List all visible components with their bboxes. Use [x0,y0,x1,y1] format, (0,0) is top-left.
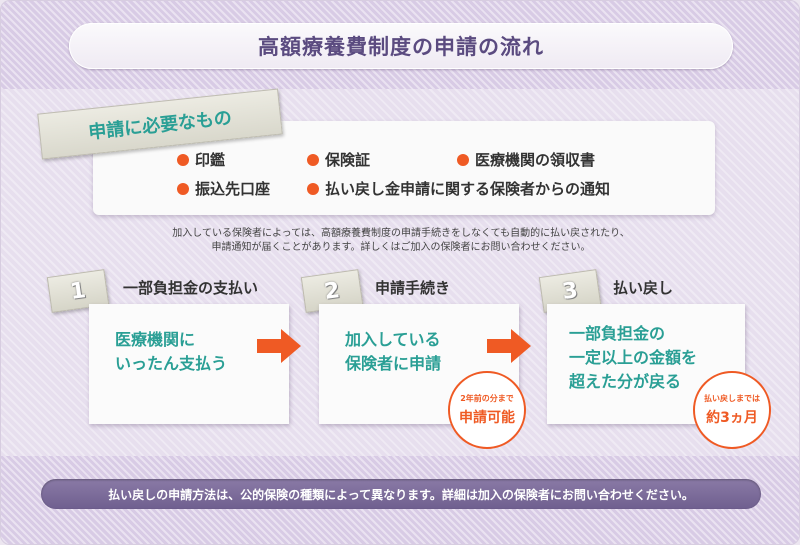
bullet-dot-icon [307,153,319,166]
requirement-text: 印鑑 [195,151,226,169]
step-title: 一部負担金の支払い [123,279,259,297]
bullet-dot-icon [307,182,319,195]
step-body-line: 保険者に申請 [345,354,442,373]
badge-caption: 払い戻しまでは [704,394,760,403]
step-number: 1 [68,277,88,305]
requirement-item: 振込先口座 [177,178,270,199]
requirement-text: 振込先口座 [195,180,271,198]
step-body-line: いったん支払う [115,354,228,373]
requirement-text: 保険証 [325,151,371,169]
step-body-line: 超えた分が戻る [569,372,682,391]
bullet-dot-icon [177,182,189,195]
step-number: 3 [560,277,580,305]
requirement-item: 払い戻し金申請に関する保険者からの通知 [307,178,610,199]
badge-text: 申請可能 [459,410,515,426]
step-body-line: 加入している [345,330,441,349]
requirements-label: 申請に必要なもの [87,107,233,144]
duration-badge: 払い戻しまでは 約3ヵ月 [693,371,771,449]
step-card: 医療機関に いったん支払う [89,304,289,424]
requirement-text: 医療機関の領収書 [475,151,596,169]
badge-caption: 2年前の分まで [460,394,514,403]
bullet-dot-icon [457,153,469,166]
notice-line: 加入している保険者によっては、高額療養費制度の申請手続きをしなくても自動的に払い… [172,228,630,239]
footer-banner: 払い戻しの申請方法は、公的保険の種類によって異なります。詳細は加入の保険者にお問… [41,479,761,509]
requirement-item: 印鑑 [177,149,225,170]
deadline-badge: 2年前の分まで 申請可能 [448,371,526,449]
requirement-item: 医療機関の領収書 [457,149,595,170]
requirement-text: 払い戻し金申請に関する保険者からの通知 [325,180,611,198]
step-body: 医療機関に いったん支払う [115,328,227,376]
badge-text: 約3ヵ月 [706,410,758,426]
step-number: 2 [322,277,342,305]
step-title: 払い戻し [613,279,674,297]
requirement-item: 保険証 [307,149,370,170]
step-body-line: 一定以上の金額を [569,348,698,367]
step-title: 申請手続き [375,279,451,297]
step-body: 一部負担金の 一定以上の金額を 超えた分が戻る [569,322,697,394]
step-body-line: 医療機関に [115,330,196,349]
notice-text: 加入している保険者によっては、高額療養費制度の申請手続きをしなくても自動的に払い… [101,227,701,255]
step-body-line: 一部負担金の [569,324,666,343]
arrow-right-icon [487,329,531,363]
step-body: 加入している 保険者に申請 [345,328,441,376]
page-title: 高額療養費制度の申請の流れ [258,35,544,59]
footer-text: 払い戻しの申請方法は、公的保険の種類によって異なります。詳細は加入の保険者にお問… [108,487,694,502]
notice-line: 申請通知が届くことがあります。詳しくはご加入の保険者にお問い合わせください。 [211,242,591,253]
arrow-right-icon [257,329,301,363]
title-banner: 高額療養費制度の申請の流れ [69,23,733,69]
bullet-dot-icon [177,153,189,166]
